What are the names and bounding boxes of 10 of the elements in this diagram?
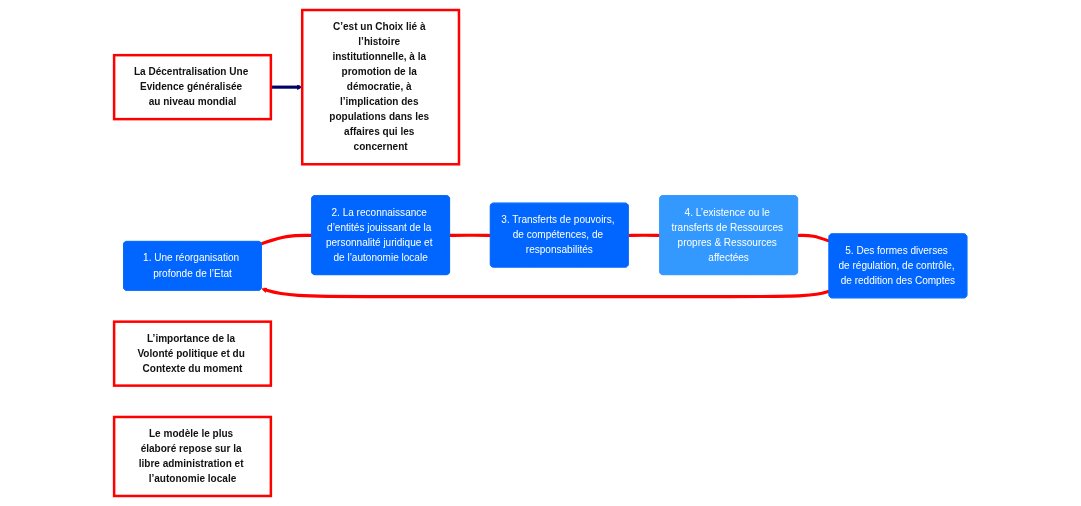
connector [261,233,312,246]
arrow [270,84,303,90]
node-box: C’est un Choix lié à l’histoire institutionnelle, à la promotion de la démocratie, à l’implication des populations dans les affaires qui les concernent [300,8,461,166]
arrow [261,287,830,299]
connector [628,233,660,237]
node-box: Le modèle le plus élaboré repose sur la libre administration et l’autonomie locale [112,415,273,498]
connector [449,233,491,237]
connector [797,233,830,243]
node-box: La Décentralisation Une Evidence généralisée au niveau mondial [112,53,273,121]
node-box: L’importance de la Volonté politique et du Contexte du moment [112,320,273,387]
